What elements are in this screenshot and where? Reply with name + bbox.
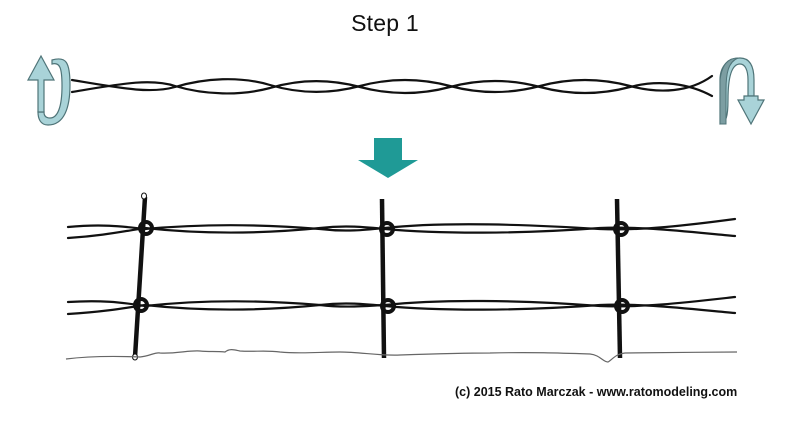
copyright-credit: (c) 2015 Rato Marczak - www.ratomodeling… (455, 385, 738, 399)
down-arrow-icon (358, 138, 418, 178)
step-title: Step 1 (351, 10, 419, 36)
fence-post-left (132, 192, 148, 361)
counterclockwise-rotation-arrow-icon (26, 54, 71, 126)
clockwise-rotation-arrow-icon (719, 57, 766, 126)
fence-wire-upper (66, 217, 737, 240)
ground-line (65, 349, 738, 363)
twisted-wire-top (70, 74, 714, 98)
wire-loops (133, 220, 630, 314)
fence-wire-lower (66, 295, 737, 316)
